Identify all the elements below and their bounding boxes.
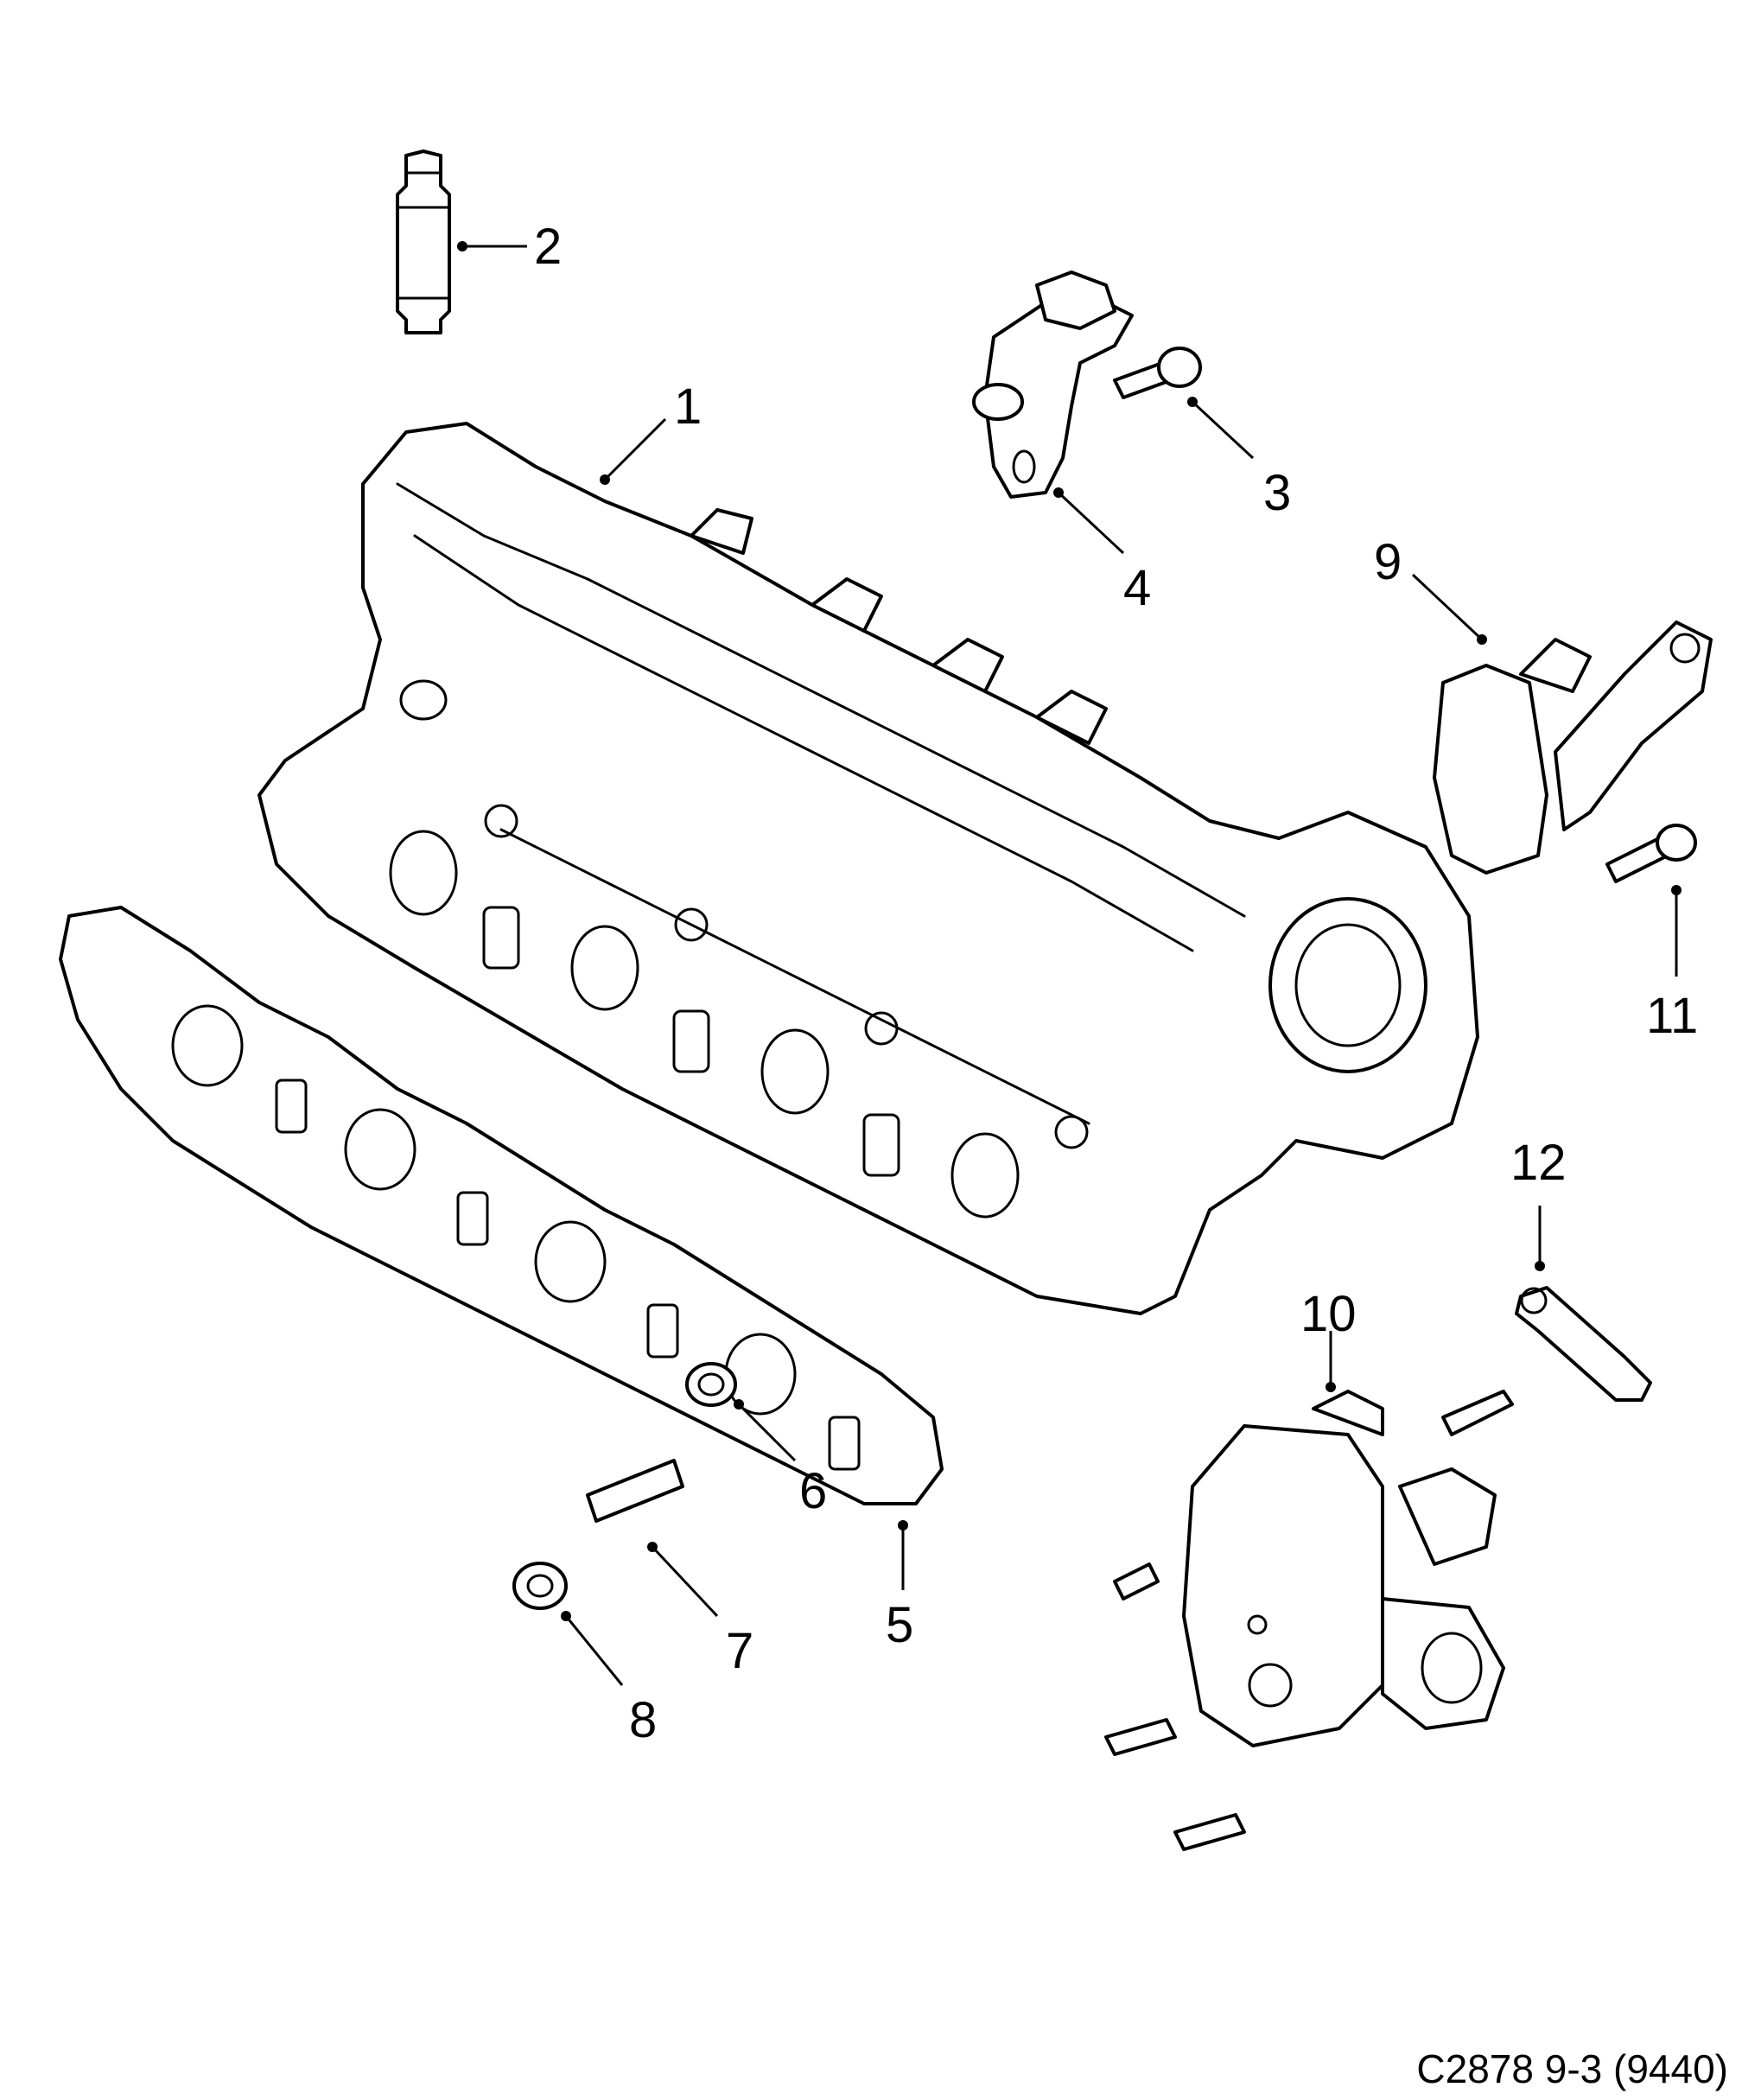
part-6-nut [685,1362,737,1407]
part-12-link-rod [1515,1286,1652,1402]
part-9-module-bracket [1433,620,1713,875]
callout-4: 4 [1123,560,1151,616]
part-3-bolt [1113,347,1202,399]
part-7-stud [586,1459,684,1523]
callout-1: 1 [674,379,702,435]
callout-3: 3 [1263,465,1291,521]
callout-9: 9 [1374,534,1402,590]
callout-2: 2 [534,219,562,275]
callout-5: 5 [886,1597,913,1653]
callout-6: 6 [799,1463,827,1519]
reference-code: C2878 9-3 (9440) [1416,2046,1728,2091]
part-10-actuator [1104,1390,1514,1851]
callout-7: 7 [726,1623,753,1679]
part-8-washer [512,1562,568,1610]
callout-11: 11 [1646,988,1698,1044]
callout-8: 8 [629,1692,657,1748]
part-4-pressure-sensor [972,270,1134,499]
leader-lines [457,241,1682,1686]
part-11-bolt [1605,824,1697,883]
part-1-intake-manifold [257,422,1479,1315]
part-2-hose-nipple [396,150,451,334]
callout-12: 12 [1510,1135,1567,1191]
callout-10: 10 [1300,1286,1357,1342]
part-5-gasket [59,906,944,1505]
